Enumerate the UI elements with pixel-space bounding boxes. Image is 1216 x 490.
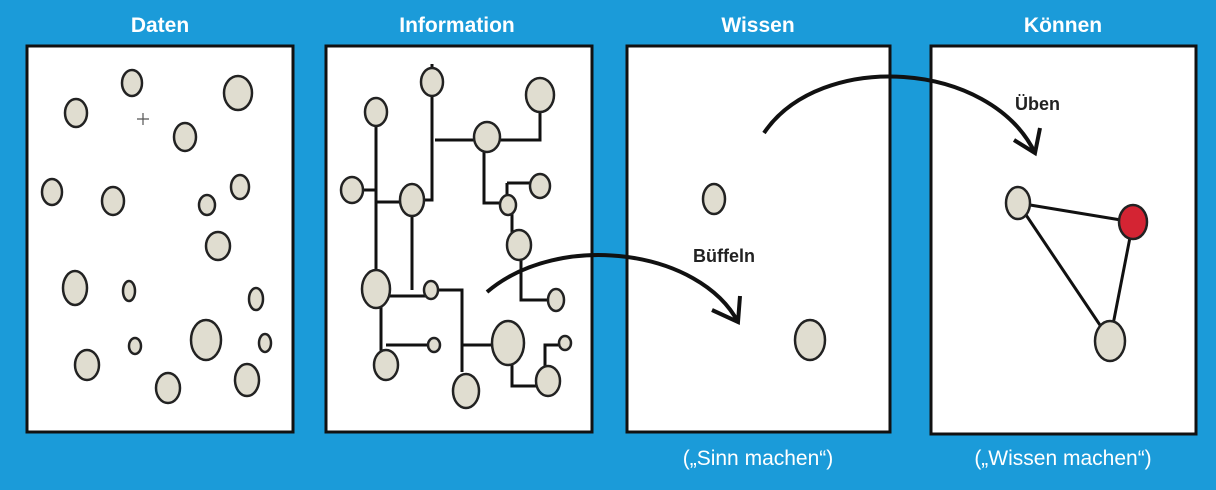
panel-subtitle-wissen: („Sinn machen“) — [682, 447, 834, 470]
arrow-head-icon — [711, 295, 742, 326]
koennen-node-highlight — [1117, 203, 1149, 241]
panel-subtitle-koennen: („Wissen machen“) — [974, 447, 1152, 470]
label-buffeln: Büffeln — [693, 246, 755, 266]
panel-title-koennen: Können — [1023, 14, 1103, 37]
panel-title-wissen: Wissen — [721, 14, 795, 37]
data-dots — [40, 68, 273, 405]
information-nodes — [339, 66, 573, 410]
panel-title-information: Information — [399, 14, 515, 37]
arrow-uben — [762, 74, 1037, 154]
arrow-buffeln — [485, 253, 740, 323]
label-uben: Üben — [1015, 94, 1060, 114]
panel-title-daten: Daten — [130, 14, 190, 37]
cursor-crosshair-icon — [137, 113, 149, 125]
panel-koennen — [929, 44, 1198, 436]
wissen-dots — [701, 182, 827, 362]
koennen-node — [1093, 319, 1127, 363]
panel-wissen — [625, 44, 892, 434]
koennen-node — [1004, 185, 1032, 221]
arrow-head-icon — [1012, 127, 1042, 157]
koennen-links — [1014, 200, 1135, 344]
